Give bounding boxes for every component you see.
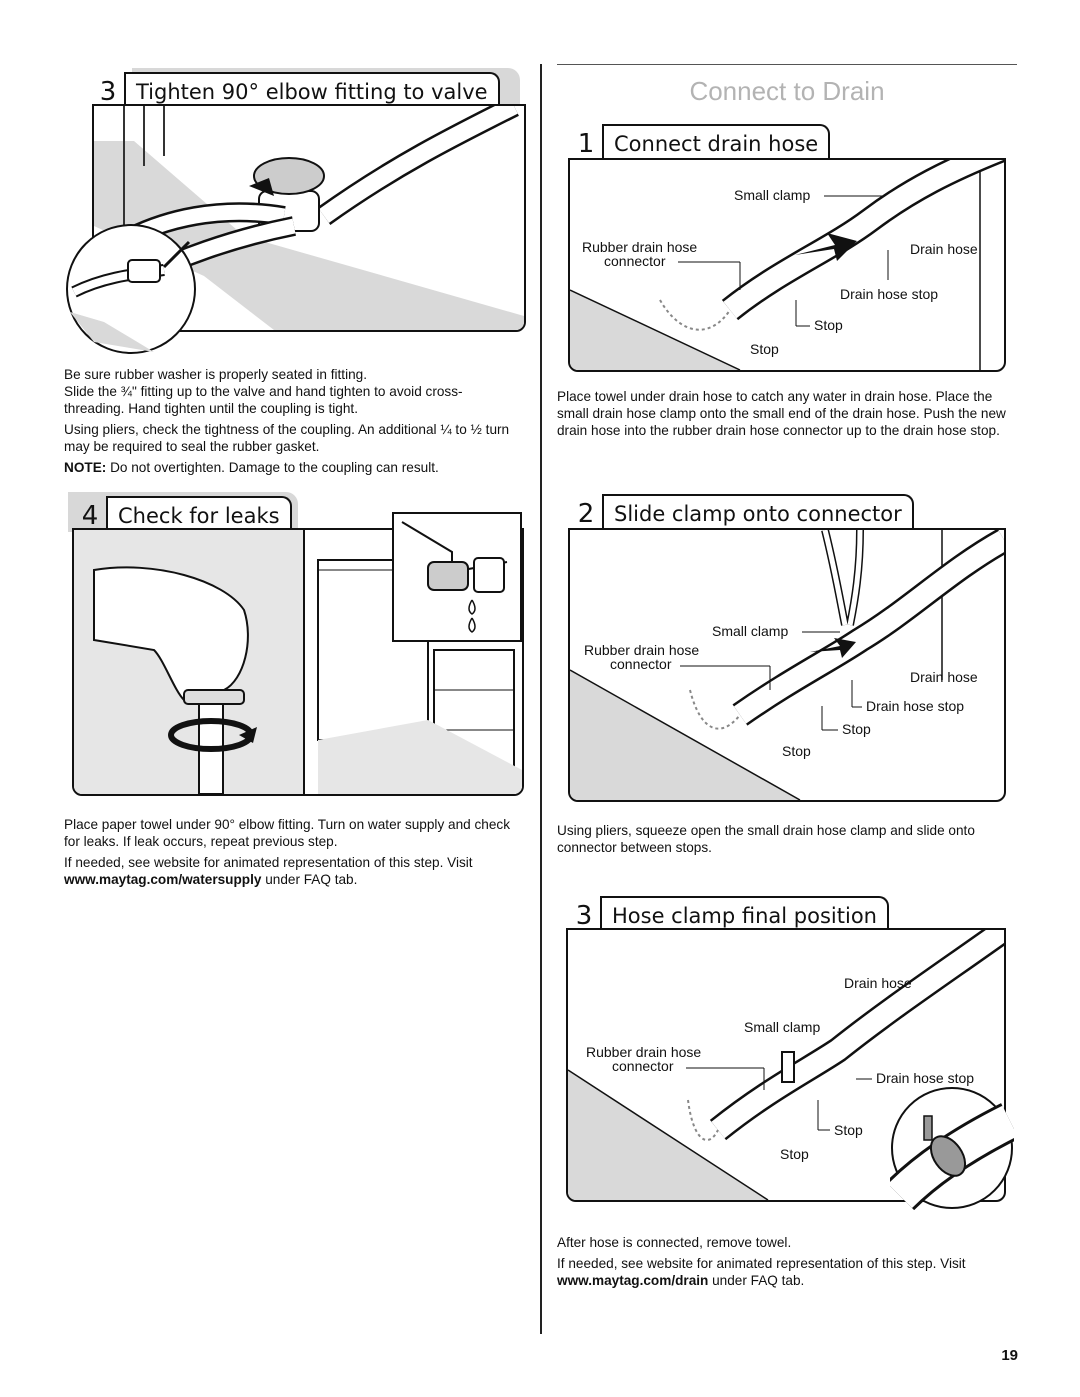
page-number: 19 xyxy=(1001,1347,1018,1364)
step-number: 4 xyxy=(81,501,99,531)
note-label: NOTE: xyxy=(64,460,107,475)
website-text-a: If needed, see website for animated repr… xyxy=(557,1256,966,1271)
step-number: 2 xyxy=(577,499,595,529)
label-connector: connector xyxy=(604,253,666,269)
link-watersupply[interactable]: www.maytag.com/watersupply xyxy=(64,872,262,887)
label-small-clamp: Small clamp xyxy=(734,187,810,203)
website-text-b: under FAQ tab. xyxy=(261,872,358,887)
illustration-slide-clamp: Small clamp Rubber drain hose connector … xyxy=(568,528,1006,802)
note-text: Do not overtighten. Damage to the coupli… xyxy=(106,460,439,475)
label-drain-hose-stop: Drain hose stop xyxy=(876,1070,974,1086)
step-title: Check for leaks xyxy=(106,496,292,534)
clamp-zoom-circle xyxy=(890,1087,1014,1210)
label-stop-b: Stop xyxy=(782,743,811,759)
link-drain[interactable]: www.maytag.com/drain xyxy=(557,1273,709,1288)
step-title: Tighten 90° elbow fitting to valve xyxy=(124,72,500,110)
section-rule xyxy=(557,64,1017,65)
para-pliers: Using pliers, check the tightness of the… xyxy=(64,422,510,454)
label-stop-a: Stop xyxy=(834,1122,863,1138)
step-header-connect-hose: 1 Connect drain hose xyxy=(570,124,1006,164)
website-text-b: under FAQ tab. xyxy=(708,1273,805,1288)
label-drain-hose-stop: Drain hose stop xyxy=(866,698,964,714)
label-drain-hose: Drain hose xyxy=(844,975,912,991)
para-connect-hose: Place towel under drain hose to catch an… xyxy=(557,389,1006,438)
para-remove-towel: After hose is connected, remove towel. xyxy=(557,1235,792,1250)
illustration-connect-hose: Small clamp Rubber drain hose connector … xyxy=(568,158,1006,372)
label-drain-hose: Drain hose xyxy=(910,241,978,257)
step-number: 1 xyxy=(577,129,595,159)
label-connector: connector xyxy=(612,1058,674,1074)
section-title: Connect to Drain xyxy=(689,76,885,106)
website-text-a: If needed, see website for animated repr… xyxy=(64,855,473,870)
step-header-tighten: 3 Tighten 90° elbow fitting to valve xyxy=(92,68,522,112)
label-stop-a: Stop xyxy=(814,317,843,333)
label-stop-b: Stop xyxy=(750,341,779,357)
text-tighten-instructions: Be sure rubber washer is properly seated… xyxy=(64,366,514,480)
label-drain-hose-stop: Drain hose stop xyxy=(840,286,938,302)
para-slide-clamp: Using pliers, squeeze open the small dra… xyxy=(557,823,975,855)
label-drain-hose: Drain hose xyxy=(910,669,978,685)
label-rubber-drain-hose: Rubber drain hose xyxy=(582,239,697,255)
step-title: Connect drain hose xyxy=(602,124,831,162)
para-slide-fitting: Slide the ¾" fitting up to the valve and… xyxy=(64,384,463,416)
para-paper-towel: Place paper towel under 90° elbow fittin… xyxy=(64,817,510,849)
label-stop-b: Stop xyxy=(780,1146,809,1162)
para-website-watersupply: If needed, see website for animated repr… xyxy=(64,854,514,888)
label-rubber-drain-hose: Rubber drain hose xyxy=(586,1044,701,1060)
zoom-detail-circle xyxy=(66,224,196,354)
step-title: Slide clamp onto connector xyxy=(602,494,914,532)
step-number: 3 xyxy=(99,77,117,107)
text-slide-clamp: Using pliers, squeeze open the small dra… xyxy=(557,822,1015,860)
step-header-check-leaks: 4 Check for leaks xyxy=(68,492,520,536)
step-number: 3 xyxy=(575,901,593,931)
text-check-leaks: Place paper towel under 90° elbow fittin… xyxy=(64,816,514,892)
label-connector: connector xyxy=(610,656,672,672)
para-website-drain: If needed, see website for animated repr… xyxy=(557,1255,1015,1289)
para-washer: Be sure rubber washer is properly seated… xyxy=(64,367,367,382)
label-rubber-drain-hose: Rubber drain hose xyxy=(584,642,699,658)
label-stop-a: Stop xyxy=(842,721,871,737)
label-small-clamp: Small clamp xyxy=(744,1019,820,1035)
label-small-clamp: Small clamp xyxy=(712,623,788,639)
step-header-slide-clamp: 2 Slide clamp onto connector xyxy=(570,494,1006,534)
step-title: Hose clamp final position xyxy=(600,896,889,934)
step-header-hose-clamp-final: 3 Hose clamp final position xyxy=(568,896,1004,936)
leak-detail-inset xyxy=(392,512,522,642)
column-divider xyxy=(540,64,542,1334)
text-hose-clamp-final: After hose is connected, remove towel. I… xyxy=(557,1234,1015,1293)
para-note: NOTE: Do not overtighten. Damage to the … xyxy=(64,459,514,476)
text-connect-hose: Place towel under drain hose to catch an… xyxy=(557,388,1015,443)
